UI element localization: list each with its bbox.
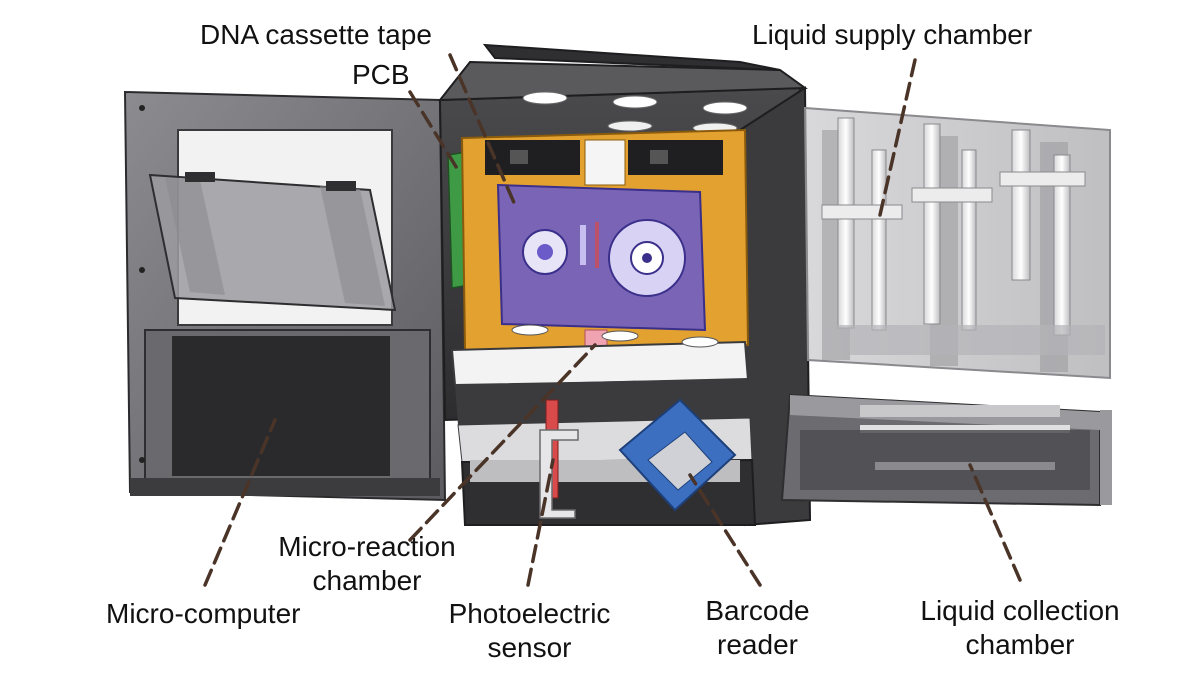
leader-micro-reaction [408, 343, 597, 542]
label-micro-computer: Micro-computer [106, 598, 301, 629]
label-photoelectric-line-2: sensor [487, 632, 572, 663]
label-micro-reaction-line-2: chamber [312, 565, 422, 596]
label-pcb: PCB [352, 59, 410, 90]
label-micro-reaction-line-1: Micro-reaction [278, 531, 456, 562]
label-micro-reaction-chamber: Micro-reaction chamber [262, 530, 472, 598]
leader-micro-computer [203, 418, 277, 587]
leader-dna-cassette [448, 53, 517, 207]
micro-computer-door [123, 90, 447, 502]
liquid-supply-chamber [803, 106, 1111, 380]
liquid-collection-chamber [780, 393, 1112, 507]
dna-cassette [496, 183, 707, 332]
leader-liquid-collection [968, 463, 1022, 582]
label-liquid-supply-chamber: Liquid supply chamber [752, 19, 1033, 50]
label-photoelectric-line-1: Photoelectric [448, 598, 611, 629]
leader-barcode [688, 473, 762, 587]
leader-photoelectric [526, 458, 555, 587]
label-barcode-line-2: reader [717, 629, 798, 660]
label-dna-cassette-tape: DNA cassette tape [200, 19, 432, 50]
label-barcode-line-1: Barcode [705, 595, 810, 626]
label-liquid-collection-chamber: Liquid collection chamber [900, 594, 1140, 662]
leader-liquid-supply [878, 58, 917, 217]
label-liquid-collection-line-2: chamber [965, 629, 1075, 660]
label-photoelectric-sensor: Photoelectric sensor [432, 597, 627, 665]
barcode-reader [618, 398, 737, 512]
label-liquid-collection-line-1: Liquid collection [920, 595, 1120, 626]
leader-pcb [408, 90, 460, 172]
central-housing [437, 43, 812, 527]
photoelectric-sensor [539, 399, 579, 519]
label-barcode-reader: Barcode reader [695, 594, 820, 662]
